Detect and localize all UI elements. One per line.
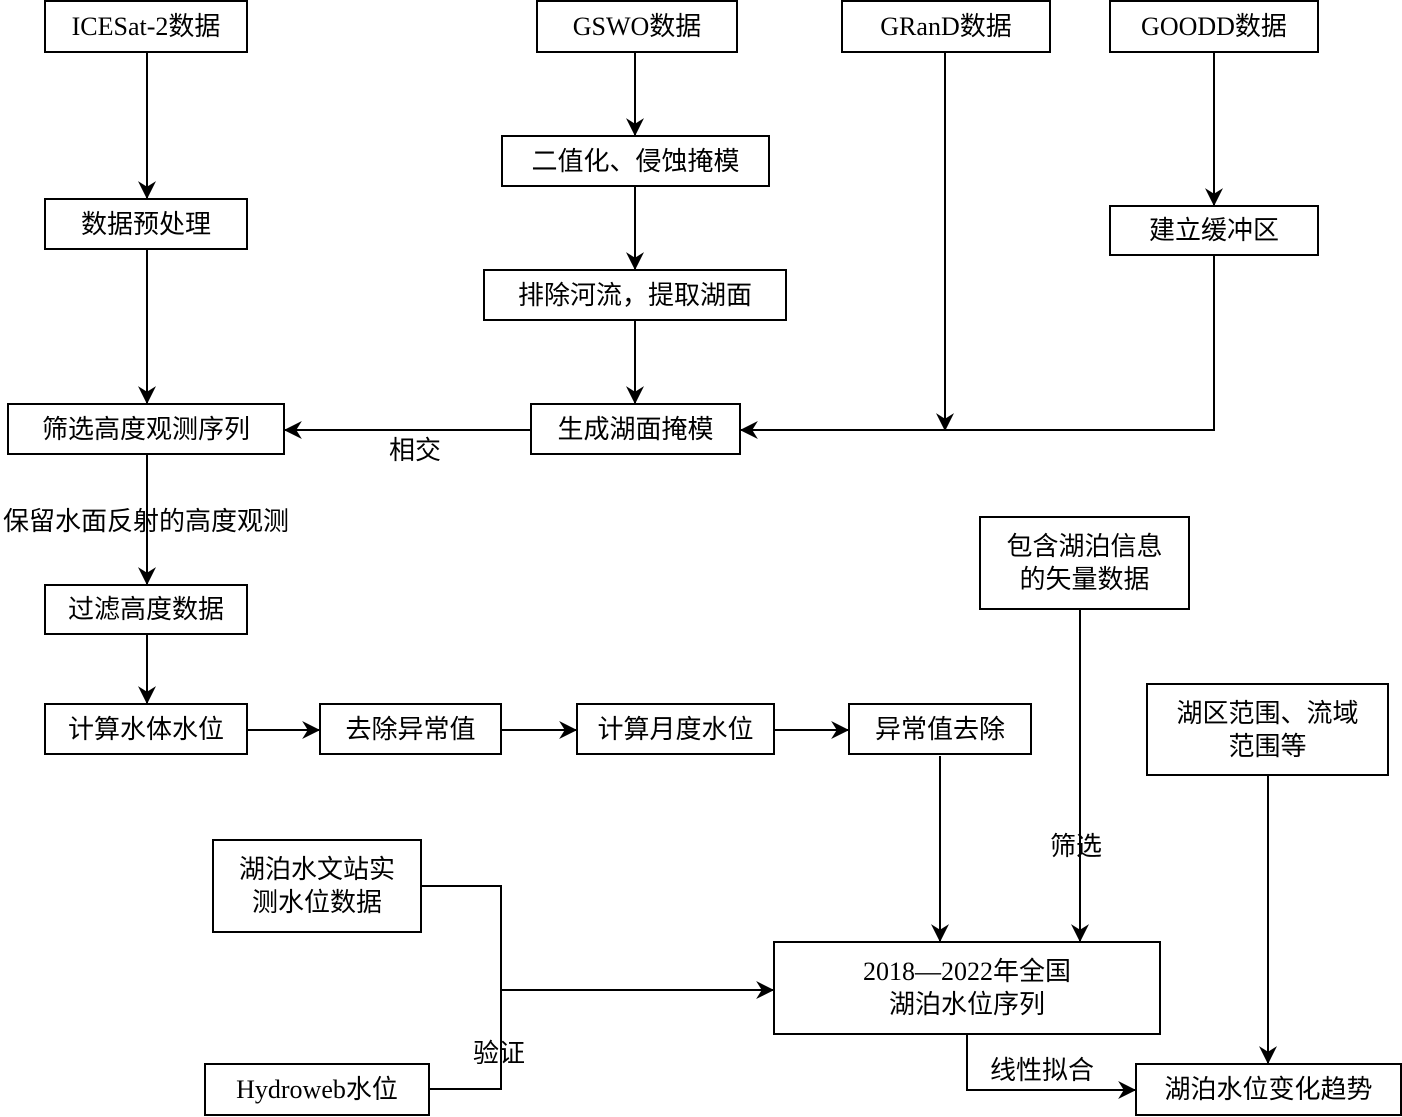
edge-label-screen: 筛选 xyxy=(1050,832,1103,861)
node-series: 2018—2022年全国 湖泊水位序列 xyxy=(773,941,1161,1035)
edge-label-intersect: 相交 xyxy=(389,436,442,465)
node-buffer: 建立缓冲区 xyxy=(1109,205,1319,256)
edge-label-keep-water: 保留水面反射的高度观测 xyxy=(3,507,290,536)
node-goodd: GOODD数据 xyxy=(1109,0,1319,53)
edge-station-bracket xyxy=(421,885,502,1090)
edge-label-linear-fit: 线性拟合 xyxy=(990,1056,1095,1085)
node-trend: 湖泊水位变化趋势 xyxy=(1135,1063,1402,1116)
node-calc-level: 计算水体水位 xyxy=(44,703,248,755)
node-gswo: GSWO数据 xyxy=(536,0,738,53)
node-filter-sequence: 筛选高度观测序列 xyxy=(7,403,285,455)
node-station-data: 湖泊水文站实 测水位数据 xyxy=(212,839,422,933)
node-exclude-rivers: 排除河流，提取湖面 xyxy=(483,269,787,321)
edge-label-validate: 验证 xyxy=(473,1039,526,1068)
node-filter-height: 过滤高度数据 xyxy=(44,584,248,635)
edge-series-trend xyxy=(966,1035,1137,1099)
node-vector-data: 包含湖泊信息 的矢量数据 xyxy=(979,516,1190,610)
edge-buffer-lakemask xyxy=(739,256,1215,439)
node-preprocess: 数据预处理 xyxy=(44,198,248,250)
node-remove-outlier: 去除异常值 xyxy=(319,703,502,755)
node-hydroweb: Hydroweb水位 xyxy=(204,1063,430,1116)
node-icesat: ICESat-2数据 xyxy=(44,0,248,53)
node-monthly-level: 计算月度水位 xyxy=(576,703,775,755)
node-lake-mask: 生成湖面掩模 xyxy=(530,403,741,455)
node-lake-range: 湖区范围、流域 范围等 xyxy=(1146,683,1389,776)
node-binarize: 二值化、侵蚀掩模 xyxy=(501,135,770,187)
node-grand: GRanD数据 xyxy=(841,0,1051,53)
node-outlier-removal: 异常值去除 xyxy=(848,703,1032,755)
